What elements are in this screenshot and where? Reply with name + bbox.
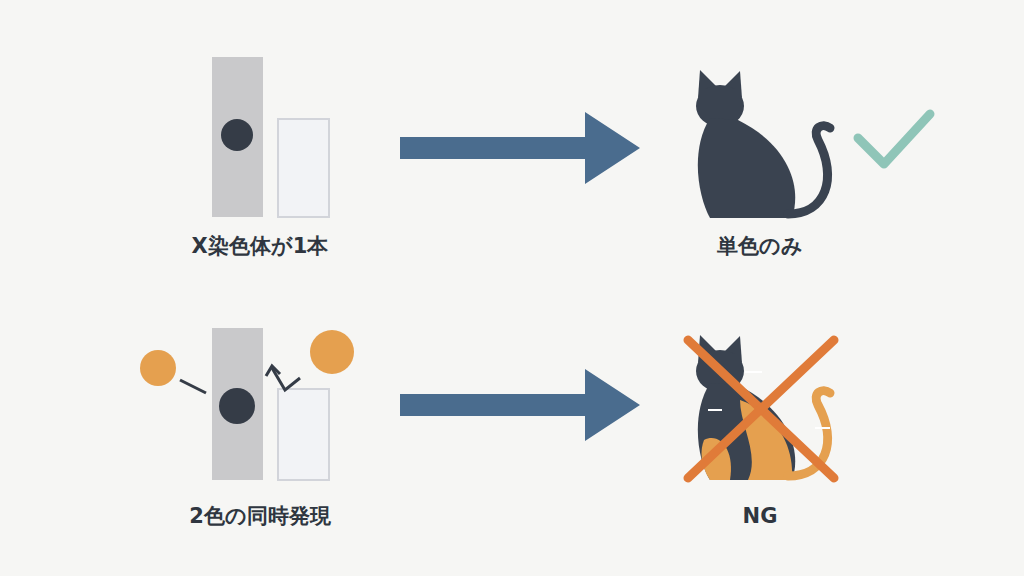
node-label: NG [640,502,880,530]
solid-cat [696,70,830,218]
block-arrow [400,112,640,184]
gene-dot [219,388,255,424]
leader-line [180,380,206,393]
ng-cross [688,340,834,478]
empty-chromosome [278,119,329,217]
orange-gene [140,350,176,386]
check-mark [858,114,930,164]
orange-gene [310,330,354,374]
illustration-node: X染色体が1本 [120,50,400,260]
insert-arrow-head [266,366,280,376]
node-label: 単色のみ [640,232,880,260]
illustration-node: 2色の同時発現 [120,305,400,530]
block-arrow [400,369,640,441]
x-chromosome [212,57,263,217]
illustration-node: 単色のみ [640,50,880,260]
illustration-node: NG [640,305,880,530]
second-chromosome [278,389,329,480]
node-label: X染色体が1本 [120,232,400,260]
x-chromosome [212,328,263,480]
gene-dot [221,119,253,151]
node-label: 2色の同時発現 [120,502,400,530]
